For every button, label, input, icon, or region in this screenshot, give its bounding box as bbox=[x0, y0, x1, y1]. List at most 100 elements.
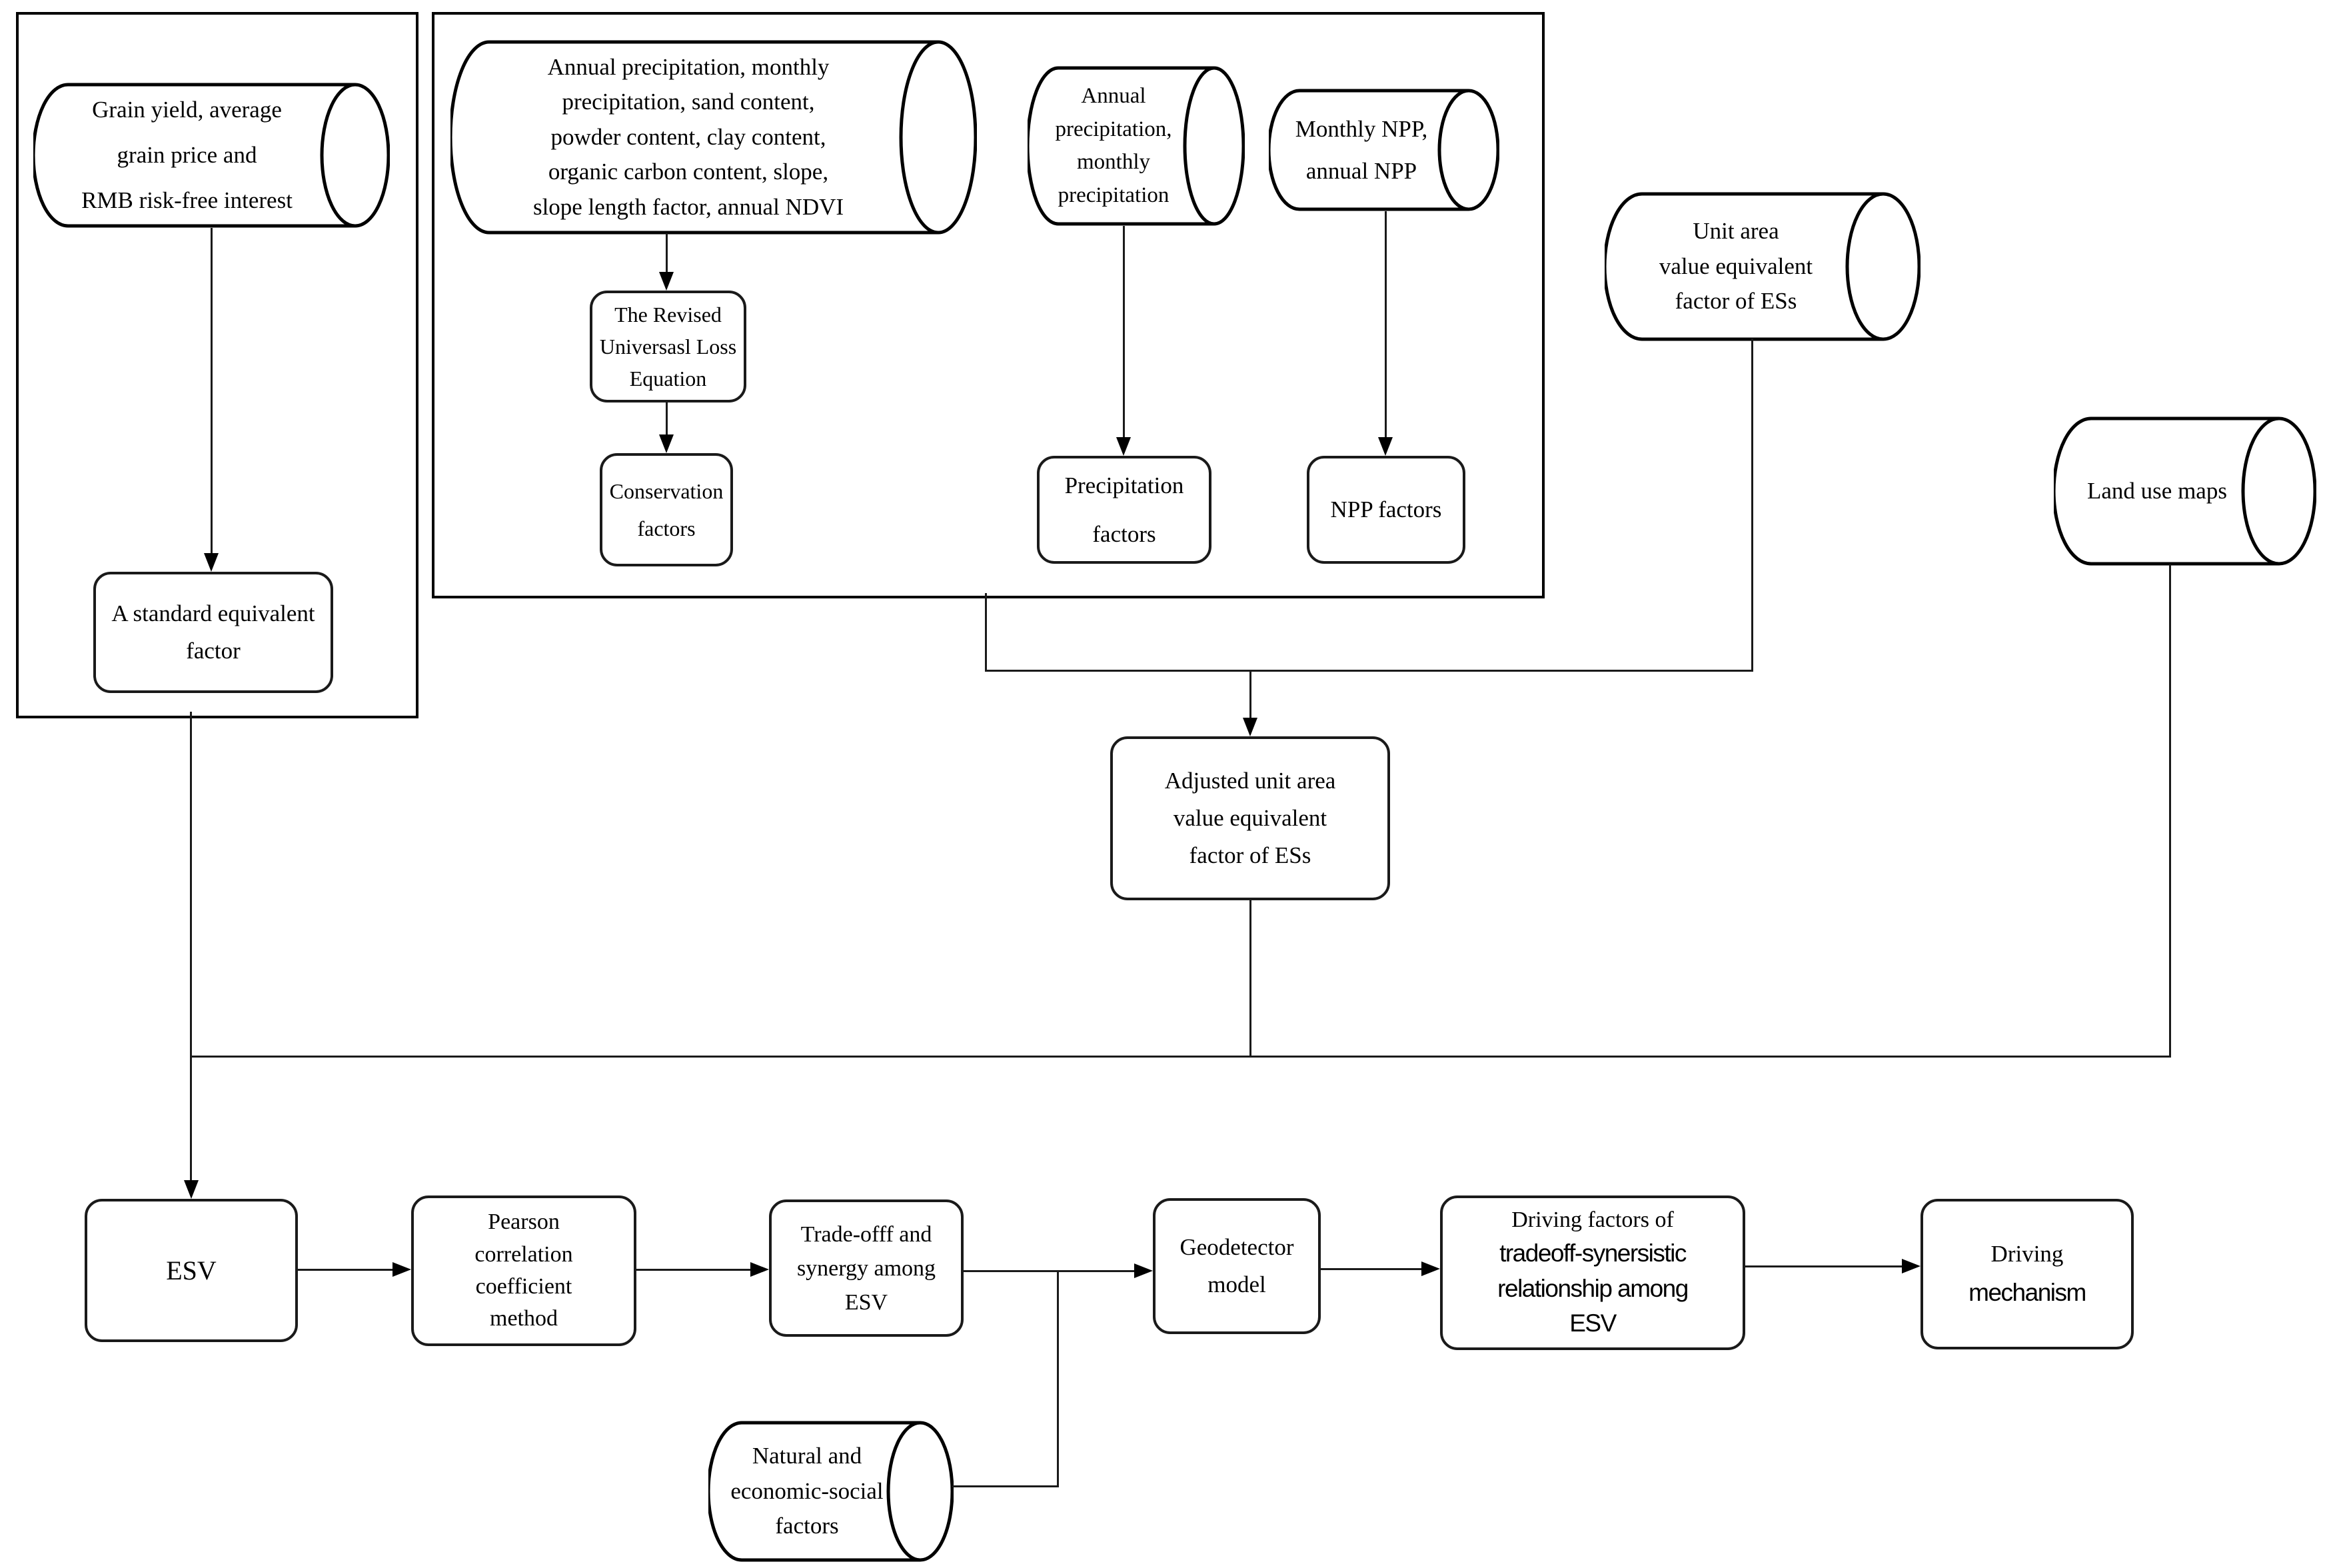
conservation-label: Conservation bbox=[609, 479, 724, 503]
arrowhead-driving-factors-to-mechanism bbox=[1902, 1259, 1921, 1273]
rusle-inputs-label: organic carbon content, slope, bbox=[548, 159, 829, 185]
connector-esv-to-pearson bbox=[298, 1269, 392, 1271]
bus1-horizontal bbox=[985, 670, 1753, 672]
precipitation-factors-label: factors bbox=[1092, 521, 1156, 547]
npp-factors-box: NPP factors bbox=[1307, 456, 1465, 564]
bus2-horizontal bbox=[190, 1056, 2171, 1058]
adjustment-factors-group-frame bbox=[432, 12, 1545, 598]
connector-land-use-to-bus2 bbox=[2169, 564, 2171, 1058]
standard-equivalent-factor-box: A standard equivalent factor bbox=[93, 572, 333, 693]
driving-factors-box: Driving factors of tradeoff-synersistic … bbox=[1440, 1195, 1745, 1350]
connector-grain-to-standard bbox=[211, 228, 213, 554]
natural-factors-label: economic-social bbox=[730, 1477, 884, 1504]
cylinder-shape bbox=[33, 83, 390, 228]
equivalent-factor-group-frame bbox=[16, 12, 418, 718]
pearson-label: correlation bbox=[474, 1241, 573, 1267]
grain-data-cylinder: Grain yield, average grain price and RMB… bbox=[33, 83, 390, 228]
precipitation-factors-box: Precipitation factors bbox=[1037, 456, 1211, 564]
grain-cylinder-label: grain price and bbox=[117, 141, 257, 168]
geodetector-model-box: Geodetector model bbox=[1153, 1198, 1321, 1334]
adjusted-factor-label: factor of ESs bbox=[1189, 842, 1311, 868]
natural-factors-label: Natural and bbox=[752, 1443, 862, 1469]
npp-factors-label: NPP factors bbox=[1330, 496, 1442, 522]
arrowhead-standard-to-esv bbox=[184, 1180, 199, 1199]
grain-cylinder-label: Grain yield, average bbox=[92, 96, 282, 123]
connector-inputs-to-rusle bbox=[666, 233, 668, 273]
cylinder-shape bbox=[1605, 192, 1921, 341]
geodetector-label: model bbox=[1207, 1271, 1266, 1297]
unit-area-data-cylinder: Unit area value equivalent factor of ESs bbox=[1605, 192, 1921, 341]
unit-area-cylinder-label: Unit area bbox=[1693, 218, 1779, 245]
npp-data-cylinder: Monthly NPP, annual NPP bbox=[1269, 89, 1499, 211]
connector-frame-to-bus1 bbox=[985, 593, 987, 671]
cylinder-shape bbox=[1269, 89, 1499, 211]
rusle-label: Equation bbox=[629, 367, 707, 391]
driving-mechanism-label: mechanism bbox=[1968, 1279, 2086, 1307]
arrowhead-tradeoff-to-geodetector bbox=[1134, 1263, 1153, 1278]
rusle-inputs-label: precipitation, sand content, bbox=[562, 89, 815, 115]
tradeoff-synergy-label: ESV bbox=[844, 1289, 888, 1315]
npp-cylinder-label: Monthly NPP, bbox=[1295, 116, 1428, 142]
standard-factor-label: A standard equivalent bbox=[111, 600, 315, 626]
esv-box: ESV bbox=[85, 1199, 298, 1342]
cylinder-shape bbox=[1028, 66, 1245, 226]
pearson-label: coefficient bbox=[475, 1274, 572, 1299]
rusle-inputs-label: slope length factor, annual NDVI bbox=[532, 193, 844, 220]
rusle-label: Universasl Loss bbox=[599, 335, 737, 359]
connector-natural-junction-horizontal bbox=[952, 1485, 1059, 1487]
rusle-equation-box: The Revised Universasl Loss Equation bbox=[590, 291, 746, 402]
pearson-label: method bbox=[490, 1306, 558, 1331]
cylinder-shape bbox=[2054, 416, 2316, 566]
natural-factors-label: factors bbox=[775, 1513, 839, 1539]
arrowhead-geodetector-to-driving-factors bbox=[1421, 1261, 1440, 1276]
npp-cylinder-label: annual NPP bbox=[1305, 158, 1417, 184]
connector-natural-junction-vertical bbox=[1057, 1272, 1059, 1487]
driving-factors-label: Driving factors of bbox=[1511, 1207, 1674, 1233]
arrowhead-npp-to-factors bbox=[1378, 437, 1393, 456]
arrowhead-grain-to-standard bbox=[204, 553, 219, 572]
precipitation-cylinder-label: Annual bbox=[1081, 84, 1146, 108]
tradeoff-synergy-box: Trade-offf and synergy among ESV bbox=[769, 1199, 964, 1337]
connector-precip-to-factors bbox=[1123, 226, 1125, 438]
connector-rusle-to-conservation bbox=[666, 402, 668, 436]
arrowhead-inputs-to-rusle bbox=[659, 272, 674, 291]
cylinder-shape bbox=[450, 40, 977, 235]
connector-adjusted-to-bus2 bbox=[1249, 900, 1251, 1058]
precipitation-cylinder-label: precipitation bbox=[1058, 183, 1169, 207]
esv-label: ESV bbox=[166, 1255, 217, 1285]
cylinder-shape bbox=[708, 1421, 954, 1562]
driving-mechanism-label: Driving bbox=[1990, 1241, 2064, 1267]
precipitation-cylinder-label: monthly bbox=[1076, 150, 1150, 174]
land-use-data-cylinder: Land use maps bbox=[2054, 416, 2316, 566]
grain-cylinder-label: RMB risk-free interest bbox=[81, 187, 293, 214]
driving-factors-label: tradeoff-synersistic bbox=[1499, 1239, 1687, 1267]
connector-driving-factors-to-mechanism bbox=[1745, 1265, 1902, 1267]
rusle-inputs-label: Annual precipitation, monthly bbox=[547, 53, 830, 80]
unit-area-cylinder-label: factor of ESs bbox=[1675, 288, 1797, 315]
connector-npp-to-factors bbox=[1385, 211, 1387, 438]
driving-factors-label: ESV bbox=[1569, 1309, 1617, 1337]
conservation-factors-box: Conservation factors bbox=[600, 453, 733, 566]
arrowhead-precip-to-factors bbox=[1116, 437, 1131, 456]
connector-unit-area-to-bus1 bbox=[1751, 339, 1753, 672]
connector-tradeoff-to-geodetector bbox=[964, 1270, 1134, 1272]
driving-factors-label: relationship among bbox=[1497, 1274, 1689, 1302]
rusle-label: The Revised bbox=[614, 303, 722, 327]
precipitation-factors-label: Precipitation bbox=[1064, 472, 1184, 498]
arrowhead-pearson-to-tradeoff bbox=[750, 1262, 769, 1277]
conservation-label: factors bbox=[637, 516, 696, 540]
precipitation-cylinder-label: precipitation, bbox=[1055, 117, 1172, 141]
connector-pearson-to-tradeoff bbox=[636, 1269, 750, 1271]
driving-mechanism-box: Driving mechanism bbox=[1921, 1199, 2134, 1349]
adjusted-factor-label: Adjusted unit area bbox=[1164, 768, 1336, 794]
connector-bus1-to-adjusted bbox=[1249, 670, 1251, 719]
rusle-inputs-label: powder content, clay content, bbox=[550, 123, 826, 150]
geodetector-label: Geodetector bbox=[1179, 1234, 1294, 1260]
arrowhead-rusle-to-conservation bbox=[659, 434, 674, 453]
tradeoff-synergy-label: Trade-offf and bbox=[800, 1221, 932, 1247]
connector-standard-to-esv bbox=[190, 712, 192, 1180]
pearson-method-box: Pearson correlation coefficient method bbox=[411, 1195, 636, 1346]
land-use-cylinder-label: Land use maps bbox=[2087, 478, 2227, 504]
natural-factors-data-cylinder: Natural and economic-social factors bbox=[708, 1421, 954, 1562]
